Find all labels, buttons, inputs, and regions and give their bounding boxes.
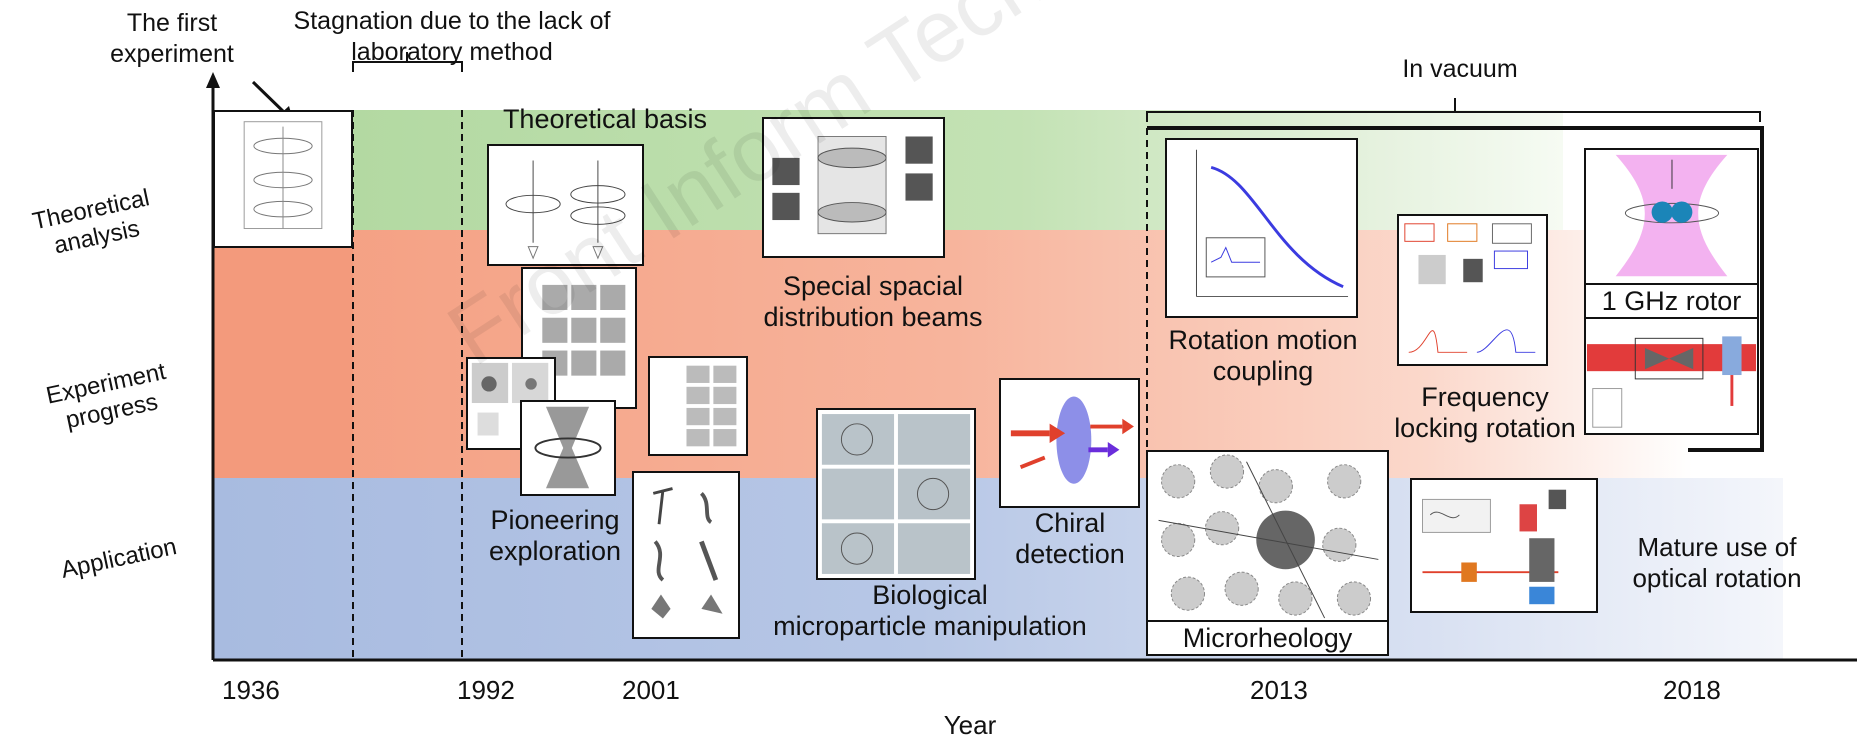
biological-line2: microparticle manipulation xyxy=(773,611,1087,641)
cell-sequence-figure xyxy=(648,356,748,456)
rotation-motion-line2: coupling xyxy=(1212,356,1314,386)
label-pioneering: Pioneering exploration xyxy=(475,505,635,567)
label-special-beams: Special spacial distribution beams xyxy=(748,271,998,333)
microrheology-figure xyxy=(1146,450,1389,622)
biological-manipulation-figure xyxy=(816,408,976,580)
band-experiment-early xyxy=(213,248,353,478)
rotation-motion-figure xyxy=(1165,138,1358,318)
ghz-rotor-caption: 1 GHz rotor xyxy=(1584,283,1759,319)
special-beams-line1: Special spacial xyxy=(782,271,964,301)
mature-use-figure xyxy=(1410,478,1598,613)
tick-1992: 1992 xyxy=(457,675,515,705)
cell-shapes-figure xyxy=(632,471,740,639)
first-experiment-line1: The first xyxy=(126,9,218,37)
tick-2013: 2013 xyxy=(1250,675,1308,705)
label-mature-use: Mature use of optical rotation xyxy=(1612,532,1822,594)
in-vacuum-note: In vacuum xyxy=(1402,55,1518,83)
theoretical-basis-figure xyxy=(487,144,644,266)
stagnation-line2: laboratory method xyxy=(351,38,553,66)
tick-2018: 2018 xyxy=(1663,675,1721,705)
first-experiment-note: The first experiment xyxy=(92,8,252,70)
label-chiral: Chiral detection xyxy=(1000,508,1140,570)
x-axis-title: Year xyxy=(943,710,997,740)
ghz-rotor-figure xyxy=(1584,148,1759,285)
label-rotation-motion: Rotation motion coupling xyxy=(1158,325,1368,387)
special-beams-figure xyxy=(762,117,945,258)
frequency-locking-line1: Frequency xyxy=(1421,382,1549,412)
special-beams-line2: distribution beams xyxy=(763,302,983,332)
microrheology-caption: Microrheology xyxy=(1146,620,1389,656)
rotation-motion-line1: Rotation motion xyxy=(1168,325,1358,355)
tick-2001: 2001 xyxy=(622,675,680,705)
mature-use-line2: optical rotation xyxy=(1632,563,1802,593)
tick-1936: 1936 xyxy=(222,675,280,705)
chiral-line2: detection xyxy=(1015,539,1125,569)
frequency-locking-figure xyxy=(1397,214,1548,366)
biological-line1: Biological xyxy=(872,580,988,610)
pioneering-beam-figure xyxy=(520,400,616,496)
first-experiment-figure xyxy=(213,110,353,248)
mature-use-line1: Mature use of xyxy=(1637,532,1797,562)
first-experiment-line2: experiment xyxy=(110,40,234,68)
vacuum-setup-figure xyxy=(1584,317,1759,435)
label-theoretical-basis: Theoretical basis xyxy=(502,104,708,134)
stagnation-line1: Stagnation due to the lack of xyxy=(293,7,611,35)
chiral-line1: Chiral xyxy=(1034,508,1106,538)
label-frequency-locking: Frequency locking rotation xyxy=(1385,382,1585,444)
pioneering-line2: exploration xyxy=(488,536,622,566)
stagnation-note: Stagnation due to the lack of laboratory… xyxy=(262,6,642,68)
pioneering-line1: Pioneering xyxy=(490,505,620,535)
chiral-detection-figure xyxy=(999,378,1140,508)
label-biological: Biological microparticle manipulation xyxy=(740,580,1120,642)
frequency-locking-line2: locking rotation xyxy=(1394,413,1576,443)
